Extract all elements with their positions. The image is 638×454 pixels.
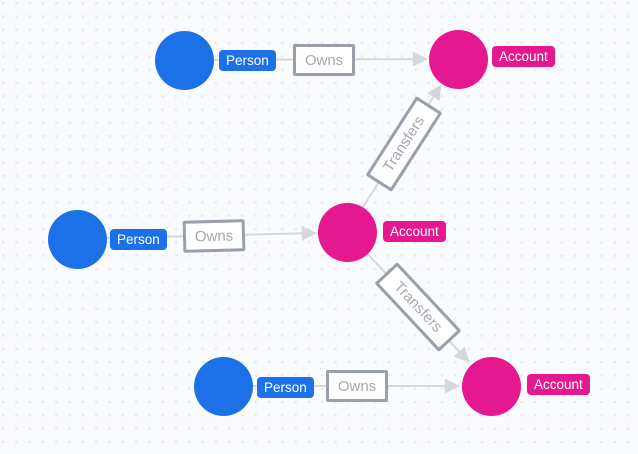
node-caption-account-2[interactable]: Account: [383, 221, 446, 242]
node-caption-account-1[interactable]: Account: [492, 46, 555, 67]
node-person-1[interactable]: [155, 31, 214, 90]
node-person-2[interactable]: [48, 210, 107, 269]
node-person-3[interactable]: [194, 357, 253, 416]
node-account-3[interactable]: [462, 357, 521, 416]
node-caption-person-1[interactable]: Person: [219, 50, 276, 71]
node-account-1[interactable]: [429, 30, 488, 89]
node-account-2[interactable]: [318, 203, 377, 262]
node-caption-account-3[interactable]: Account: [527, 374, 590, 395]
relationship-label-owns-1[interactable]: Owns: [293, 44, 355, 76]
relationship-label-owns-2[interactable]: Owns: [182, 219, 246, 253]
node-caption-person-3[interactable]: Person: [257, 377, 314, 398]
node-caption-person-2[interactable]: Person: [110, 229, 167, 250]
relationship-label-owns-3[interactable]: Owns: [326, 370, 388, 402]
